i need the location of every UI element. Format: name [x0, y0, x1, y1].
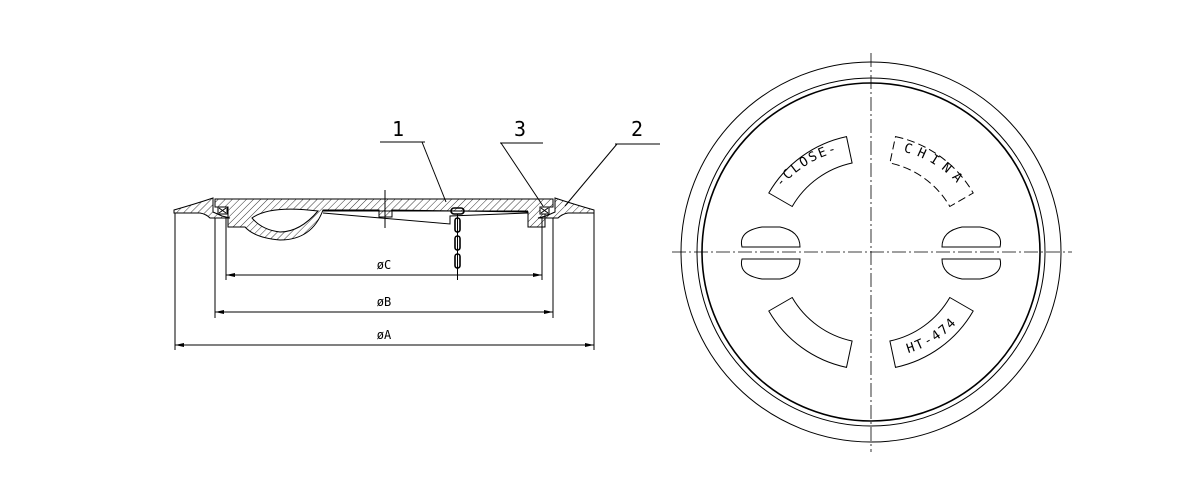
extension-lines: [174, 213, 595, 350]
china-plate-text: CHINA: [902, 141, 969, 190]
vent-slot: [941, 226, 1002, 248]
vent-slot: [740, 226, 801, 248]
dimension-a: øA: [175, 328, 594, 347]
model-plate-label: HT-474: [905, 315, 959, 357]
vent-slot: [740, 258, 801, 280]
close-plate-text: -CLOSE-: [773, 141, 840, 190]
china-plate-label: CHINA: [902, 141, 963, 190]
china-plate: [889, 136, 974, 208]
vent-slot: [941, 258, 1002, 280]
callout-3-label: 3: [514, 117, 526, 141]
dimension-a-label: øA: [377, 328, 392, 342]
blank-plate: [768, 296, 853, 368]
dimension-b-label: øB: [377, 295, 391, 309]
callout-1: 1: [380, 117, 447, 203]
close-plate: [768, 136, 853, 208]
callout-3: 3: [500, 117, 544, 207]
dimension-c-label: øC: [377, 258, 391, 272]
lift-pocket: [251, 208, 319, 233]
callout-2: 2: [564, 117, 660, 207]
section-view: øC øB øA 1 3 2: [173, 117, 660, 350]
chain: [450, 207, 465, 280]
callout-2-label: 2: [631, 117, 643, 141]
model-plate: [889, 296, 974, 368]
dimension-c: øC: [226, 258, 542, 277]
close-plate-label: -CLOSE-: [773, 141, 838, 190]
callout-1-label: 1: [392, 117, 404, 141]
plan-view: -CLOSE- CHINA HT-474: [672, 53, 1072, 452]
model-plate-text: HT-474: [905, 315, 961, 357]
dimension-b: øB: [215, 295, 553, 314]
